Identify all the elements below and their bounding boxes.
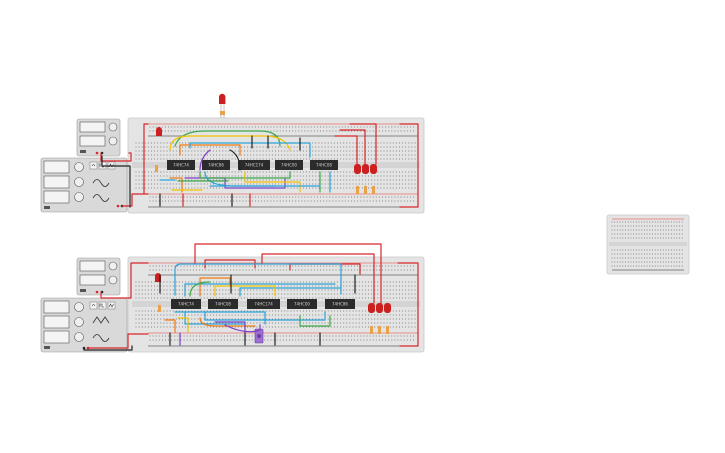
display xyxy=(43,160,70,174)
led-bank-top[interactable] xyxy=(354,164,377,194)
chip-label: 74HC74 xyxy=(173,163,189,168)
resistor[interactable] xyxy=(364,186,367,194)
knob[interactable] xyxy=(108,275,118,285)
knob[interactable] xyxy=(74,317,84,327)
chip-label: 74HC174 xyxy=(245,163,264,168)
led-bank-bottom[interactable] xyxy=(368,303,391,334)
knob[interactable] xyxy=(74,302,84,312)
waveform-icon xyxy=(92,179,110,187)
power-switch[interactable] xyxy=(44,206,50,209)
display xyxy=(43,190,70,204)
led-red-top-floating[interactable] xyxy=(219,93,226,118)
sine-icon xyxy=(91,164,96,167)
square-icon xyxy=(99,303,104,308)
power-switch[interactable] xyxy=(44,346,50,349)
knob[interactable] xyxy=(108,122,118,132)
knob[interactable] xyxy=(74,162,84,172)
wires-bottom[interactable] xyxy=(83,243,419,351)
chip-74hc174-bottom[interactable]: 74HC174 xyxy=(247,299,280,309)
resistor[interactable] xyxy=(220,111,225,115)
display xyxy=(79,274,106,286)
hole-grid xyxy=(611,221,683,267)
triangle-icon xyxy=(108,303,114,308)
display xyxy=(43,300,70,314)
power-supply-bottom[interactable] xyxy=(76,257,121,296)
breadboard-spare[interactable] xyxy=(606,214,690,275)
chip-74hc86-bottom[interactable]: 74HC86 xyxy=(325,299,355,309)
waveform-icon xyxy=(92,334,110,342)
resistor[interactable] xyxy=(372,186,375,194)
waveform-icon xyxy=(92,194,110,202)
terminal-positive[interactable] xyxy=(95,151,99,155)
chip-74hc74-top[interactable]: 74HC74 xyxy=(167,160,195,170)
chip-label: 74HC00 xyxy=(281,163,297,168)
chip-74hc86-top[interactable]: 74HC86 xyxy=(202,160,230,170)
power-switch[interactable] xyxy=(80,289,86,292)
chip-74hc174-top[interactable]: 74HC174 xyxy=(238,160,270,170)
chip-74hc00-bottom[interactable]: 74HC00 xyxy=(287,299,317,309)
resistor[interactable] xyxy=(356,186,359,194)
wires-top[interactable] xyxy=(100,123,419,208)
resistor[interactable] xyxy=(155,165,158,172)
resistor[interactable] xyxy=(386,326,389,334)
resistor[interactable] xyxy=(378,326,381,334)
display xyxy=(79,260,106,272)
chip-label: 74HC86 xyxy=(208,163,224,168)
chip-label: 74HC08 xyxy=(215,302,231,307)
knob[interactable] xyxy=(74,192,84,202)
chip-74hc08-top[interactable]: 74HC08 xyxy=(310,160,338,170)
knob[interactable] xyxy=(74,177,84,187)
chip-label: 74HC08 xyxy=(316,163,332,168)
push-button-bottom[interactable] xyxy=(254,328,264,344)
knob[interactable] xyxy=(108,261,118,271)
display xyxy=(79,121,106,133)
terminal-positive[interactable] xyxy=(116,204,120,208)
knob[interactable] xyxy=(108,136,118,146)
circuit-bottom: 74HC74 74HC08 74HC174 74HC00 74HC86 xyxy=(40,243,425,353)
waveform-icon xyxy=(92,316,110,324)
power-supply-top[interactable] xyxy=(76,118,121,157)
chip-label: 74HC86 xyxy=(332,302,348,307)
hole-grid xyxy=(135,126,416,202)
chip-74hc00-top[interactable]: 74HC00 xyxy=(275,160,303,170)
chip-74hc74-bottom[interactable]: 74HC74 xyxy=(171,299,201,309)
circuit-top: 74HC74 74HC86 74HC174 74HC00 74HC08 xyxy=(40,93,425,214)
resistor[interactable] xyxy=(158,305,161,312)
power-switch[interactable] xyxy=(80,150,86,153)
display xyxy=(43,330,70,344)
chip-label: 74HC174 xyxy=(254,302,273,307)
chip-label: 74HC00 xyxy=(294,302,310,307)
sine-wave-button[interactable] xyxy=(89,301,98,310)
display xyxy=(79,135,106,147)
terminal-positive[interactable] xyxy=(95,290,99,294)
chip-74hc08-bottom[interactable]: 74HC08 xyxy=(208,299,238,309)
sine-icon xyxy=(91,304,96,307)
chip-label: 74HC74 xyxy=(178,302,194,307)
knob[interactable] xyxy=(74,332,84,342)
function-generator-top[interactable] xyxy=(40,157,128,213)
led-red-top-left[interactable] xyxy=(156,127,162,136)
display xyxy=(43,175,70,189)
resistor[interactable] xyxy=(370,326,373,334)
function-generator-bottom[interactable] xyxy=(40,297,128,353)
square-wave-button[interactable] xyxy=(98,301,107,310)
display xyxy=(43,315,70,329)
sine-wave-button[interactable] xyxy=(89,161,98,170)
